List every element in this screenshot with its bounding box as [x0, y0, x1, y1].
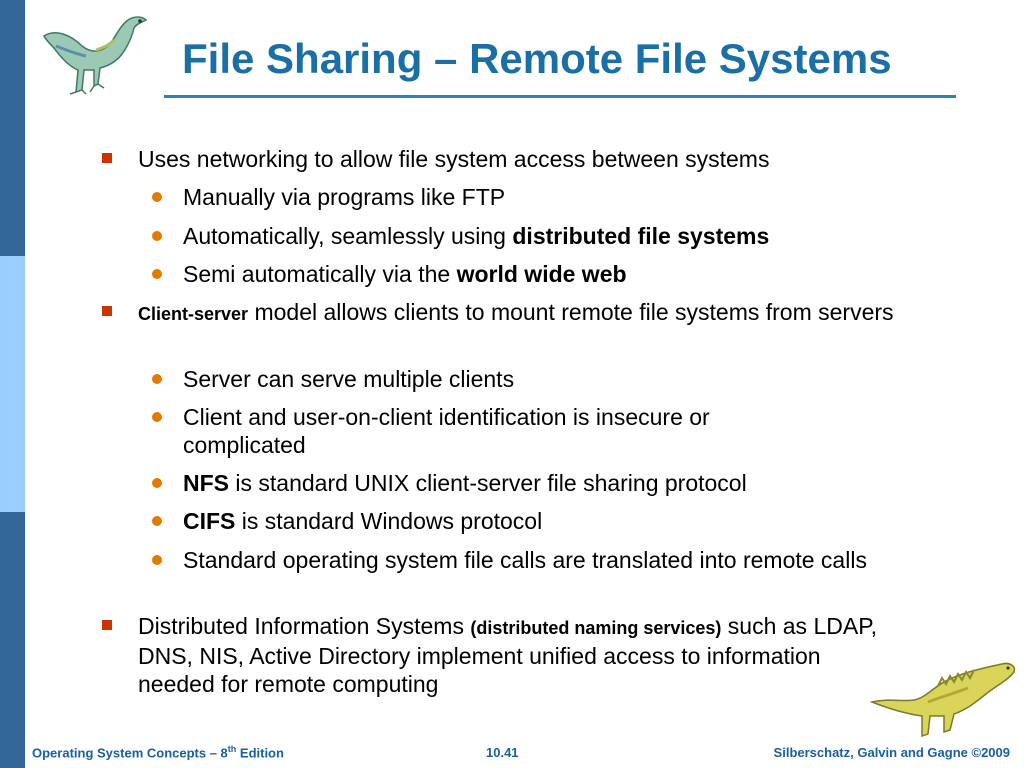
left-sidebar — [0, 0, 25, 768]
bullet-item: Distributed Information Systems (distrib… — [138, 612, 898, 698]
round-bullet-icon — [152, 374, 162, 384]
bullet-bold-text: Client-server — [138, 304, 249, 324]
footer-superscript: th — [227, 743, 237, 754]
bullet-text: model allows clients to mount remote fil… — [248, 299, 894, 325]
sub-bullet-item: Manually via programs like FTP — [183, 184, 506, 210]
sub-bullet-item: Semi automatically via the world wide we… — [183, 260, 903, 288]
bullet-text: is standard Windows protocol — [235, 508, 543, 534]
sidebar-segment-middle — [0, 256, 25, 512]
footer-authors: Silberschatz, Galvin and Gagne ©2009 — [773, 745, 1010, 760]
sub-bullet-item: Standard operating system file calls are… — [183, 547, 867, 573]
dinosaur-bottom-icon — [869, 662, 1016, 738]
bullet-text: Semi automatically via the — [183, 261, 457, 287]
bullet-text: is standard UNIX client-server file shar… — [229, 470, 747, 496]
bullet-bold-text: distributed file systems — [512, 223, 770, 249]
round-bullet-icon — [152, 269, 162, 279]
round-bullet-icon — [152, 555, 162, 565]
title-underline — [164, 95, 956, 98]
round-bullet-icon — [152, 516, 162, 526]
footer-text: Operating System Concepts – 8 — [32, 745, 228, 760]
round-bullet-icon — [152, 192, 162, 202]
bullet-item: Uses networking to allow file system acc… — [138, 146, 770, 172]
square-bullet-icon — [102, 620, 112, 630]
footer-text: Edition — [236, 745, 284, 760]
slide-title: File Sharing – Remote File Systems — [182, 35, 892, 82]
bullet-bold-text: CIFS — [183, 508, 236, 534]
bullet-text: Automatically, seamlessly using — [183, 223, 513, 249]
round-bullet-icon — [152, 412, 162, 422]
bullet-text: such as LDAP, DNS, NIS, Active Directory… — [138, 613, 877, 697]
sub-bullet-item: Automatically, seamlessly using distribu… — [183, 222, 903, 250]
bullet-bold-text: NFS — [183, 470, 229, 496]
bullet-item: Client-server model allows clients to mo… — [138, 298, 898, 328]
sub-bullet-item: Client and user-on-client identification… — [183, 404, 710, 458]
round-bullet-icon — [152, 478, 162, 488]
sub-bullet-item: NFS is standard UNIX client-server file … — [183, 469, 903, 497]
sub-bullet-item: CIFS is standard Windows protocol — [183, 507, 903, 535]
square-bullet-icon — [102, 306, 112, 316]
round-bullet-icon — [152, 231, 162, 241]
dinosaur-top-icon — [43, 16, 148, 95]
footer-page-number: 10.41 — [486, 745, 519, 760]
footer-book-title: Operating System Concepts – 8th Edition — [32, 744, 284, 760]
square-bullet-icon — [102, 153, 112, 163]
bullet-bold-text: (distributed naming services) — [470, 618, 722, 638]
sidebar-segment-top — [0, 0, 25, 256]
bullet-text: Distributed Information Systems — [138, 613, 471, 639]
sidebar-segment-bottom — [0, 512, 25, 768]
sub-bullet-item: Server can serve multiple clients — [183, 366, 515, 392]
bullet-bold-text: world wide web — [456, 261, 627, 287]
